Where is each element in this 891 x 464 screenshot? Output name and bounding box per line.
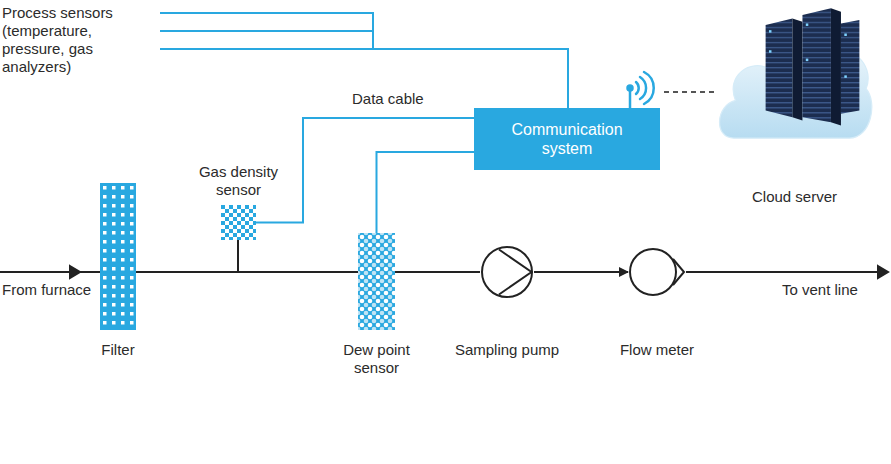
- pump-shape: [480, 245, 534, 299]
- process-box: Communication system: [474, 108, 660, 170]
- sensor-wire: [160, 48, 373, 50]
- inlet-label: From furnace: [2, 281, 91, 299]
- cable-label: Data cable: [352, 90, 424, 108]
- connector-line: [377, 152, 475, 233]
- node-label: Communication system: [505, 120, 629, 158]
- connector-line: [136, 271, 358, 273]
- meter-shape: [628, 246, 686, 298]
- node-label: Cloud server: [725, 188, 865, 206]
- flow-arrowhead: [878, 266, 888, 278]
- connector-line: [256, 118, 474, 223]
- pump-symbol: Sampling pump: [480, 245, 534, 299]
- node-label: Flow meter: [597, 341, 717, 359]
- outlet-pipe: [686, 271, 886, 273]
- node-label: Dew point sensor: [334, 341, 420, 377]
- node-label: Filter: [78, 341, 158, 359]
- dew-point-sensor: Dew point sensor: [358, 233, 395, 330]
- wireless-link: [664, 91, 716, 93]
- flow-arrowhead: [70, 266, 80, 278]
- connector-line: [534, 271, 628, 273]
- flow-meter-symbol: Flow meter: [628, 246, 686, 298]
- sensor-wire: [160, 13, 568, 108]
- filter-element: Filter: [100, 183, 136, 330]
- sensor-wire: [160, 30, 373, 32]
- antenna-symbol: [628, 72, 654, 108]
- connector-line: [395, 271, 480, 273]
- sensor-list-label: Process sensors (temperature, pressure, …: [2, 4, 152, 76]
- cloud-shape: [700, 0, 889, 180]
- inlet-pipe: [0, 271, 100, 273]
- outlet-label: To vent line: [782, 281, 858, 299]
- dew-shape: [358, 233, 395, 330]
- sensor-tap: [237, 240, 239, 272]
- node-label: Sampling pump: [437, 341, 577, 359]
- filter-shape: [100, 183, 136, 330]
- sensor-wires: [160, 13, 568, 108]
- density-sensor: Gas density sensor: [221, 205, 256, 240]
- cloud-server: Cloud server: [700, 0, 889, 210]
- node-label: Gas density sensor: [189, 163, 289, 199]
- checker-shape: [221, 205, 256, 240]
